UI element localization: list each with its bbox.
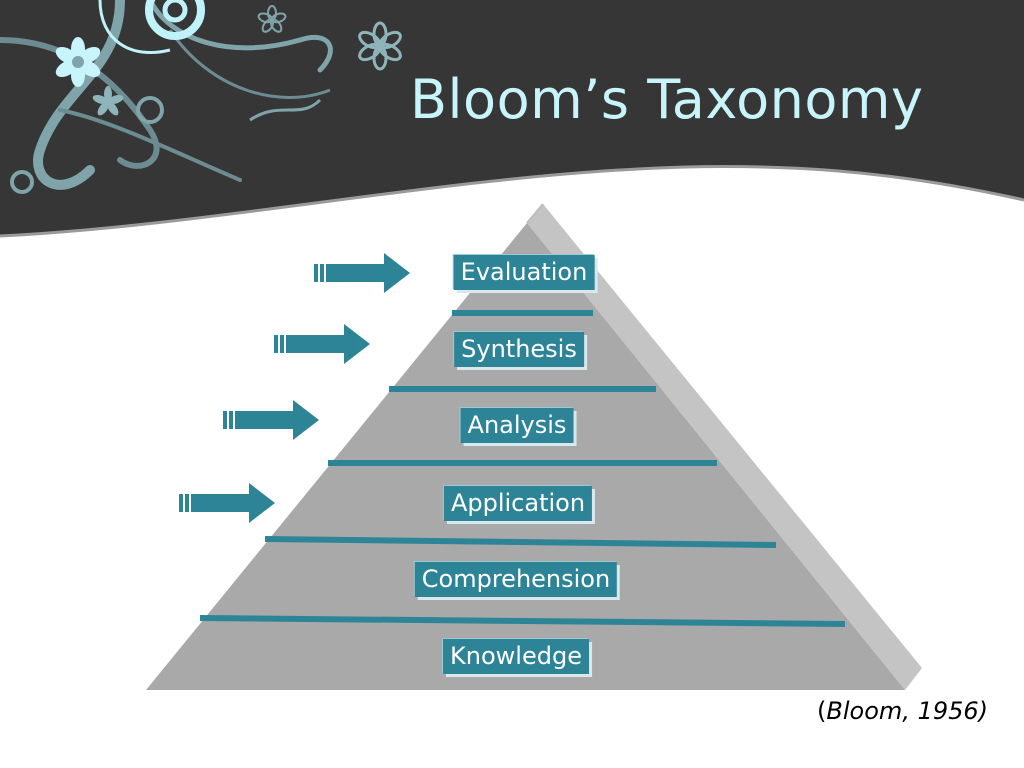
pyramid-ridge: [526, 203, 544, 224]
header-edge-highlight: [0, 165, 1024, 238]
flower-icon: [358, 21, 402, 71]
citation-open-paren: (: [817, 697, 827, 725]
pyramid-front-face: [146, 223, 905, 690]
level-label-comprehension: Comprehension: [414, 562, 618, 597]
level-label-analysis: Analysis: [460, 408, 574, 443]
level-label-synthesis: Synthesis: [454, 332, 584, 367]
arrow-icon: [314, 253, 410, 293]
level-label-knowledge: Knowledge: [443, 639, 589, 674]
pyramid-right-side: [527, 204, 922, 690]
arrow-icon: [223, 400, 319, 440]
flower-icon: [257, 5, 287, 33]
slide-title: Bloom’s Taxonomy: [410, 68, 924, 131]
pyramid: [146, 203, 922, 690]
level-divider: [264, 536, 777, 548]
level-label-evaluation: Evaluation: [453, 255, 595, 290]
citation-text: Bloom, 1956): [826, 697, 988, 725]
floral-swirl-decoration: [0, 0, 333, 194]
flower-icon: [92, 86, 124, 116]
level-divider: [199, 615, 846, 627]
arrow-icon: [274, 324, 370, 364]
level-label-application: Application: [443, 486, 593, 521]
citation: (Bloom, 1956): [817, 697, 988, 725]
arrow-icon: [179, 483, 275, 523]
header-band: [0, 0, 1024, 236]
flower-icon: [55, 37, 101, 87]
